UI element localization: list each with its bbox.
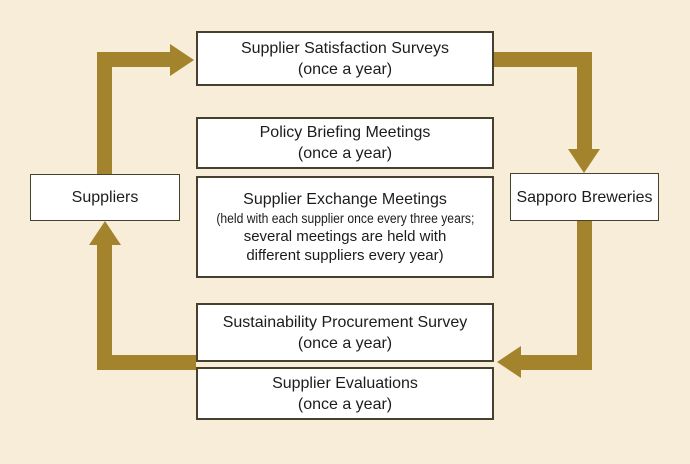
node-supplier-satisfaction-surveys: Supplier Satisfaction Surveys (once a ye… <box>196 31 494 86</box>
arrow-suppliers-to-satisfaction-horizontal-segment <box>97 52 170 67</box>
arrow-sapporo-to-surveys-horizontal-segment <box>521 355 592 370</box>
node-suppliers-label: Suppliers <box>71 189 139 206</box>
node-policy-briefing-meetings-frequency: (once a year) <box>297 145 393 162</box>
arrowhead-down-icon <box>568 149 600 173</box>
node-supplier-exchange-meetings-detail-line3: different suppliers every year) <box>246 247 444 264</box>
node-supplier-exchange-meetings-detail-line1: (held with each supplier once every thre… <box>216 211 474 226</box>
arrowhead-right-icon <box>170 44 194 76</box>
node-sustainability-procurement-survey: Sustainability Procurement Survey (once … <box>196 303 494 362</box>
node-suppliers: Suppliers <box>30 174 180 221</box>
node-supplier-satisfaction-surveys-frequency: (once a year) <box>297 60 393 78</box>
node-sustainability-procurement-survey-title: Sustainability Procurement Survey <box>222 313 468 331</box>
node-supplier-evaluations: Supplier Evaluations (once a year) <box>196 367 494 420</box>
node-supplier-satisfaction-surveys-title: Supplier Satisfaction Surveys <box>240 39 450 57</box>
node-supplier-exchange-meetings-title: Supplier Exchange Meetings <box>243 191 447 208</box>
node-supplier-evaluations-frequency: (once a year) <box>297 395 393 413</box>
arrowhead-left-icon <box>497 346 521 378</box>
arrow-satisfaction-to-sapporo-horizontal-segment <box>494 52 592 67</box>
arrow-surveys-to-suppliers-horizontal-segment <box>97 355 196 370</box>
node-sapporo-breweries: Sapporo Breweries <box>510 173 659 221</box>
node-sapporo-breweries-label: Sapporo Breweries <box>516 188 653 206</box>
arrowhead-up-icon <box>89 221 121 245</box>
arrow-suppliers-to-satisfaction-vertical-segment <box>97 52 112 174</box>
node-supplier-exchange-meetings-detail-line2: several meetings are held with <box>243 228 447 245</box>
node-sustainability-procurement-survey-frequency: (once a year) <box>297 334 393 352</box>
node-supplier-evaluations-title: Supplier Evaluations <box>272 374 418 392</box>
node-policy-briefing-meetings-title: Policy Briefing Meetings <box>259 124 431 141</box>
arrow-sapporo-to-surveys-vertical-segment <box>577 221 592 370</box>
node-supplier-exchange-meetings: Supplier Exchange Meetings (held with ea… <box>196 176 494 278</box>
node-policy-briefing-meetings: Policy Briefing Meetings (once a year) <box>196 117 494 169</box>
arrow-surveys-to-suppliers-vertical-segment <box>97 245 112 370</box>
arrow-satisfaction-to-sapporo-vertical-segment <box>577 52 592 149</box>
